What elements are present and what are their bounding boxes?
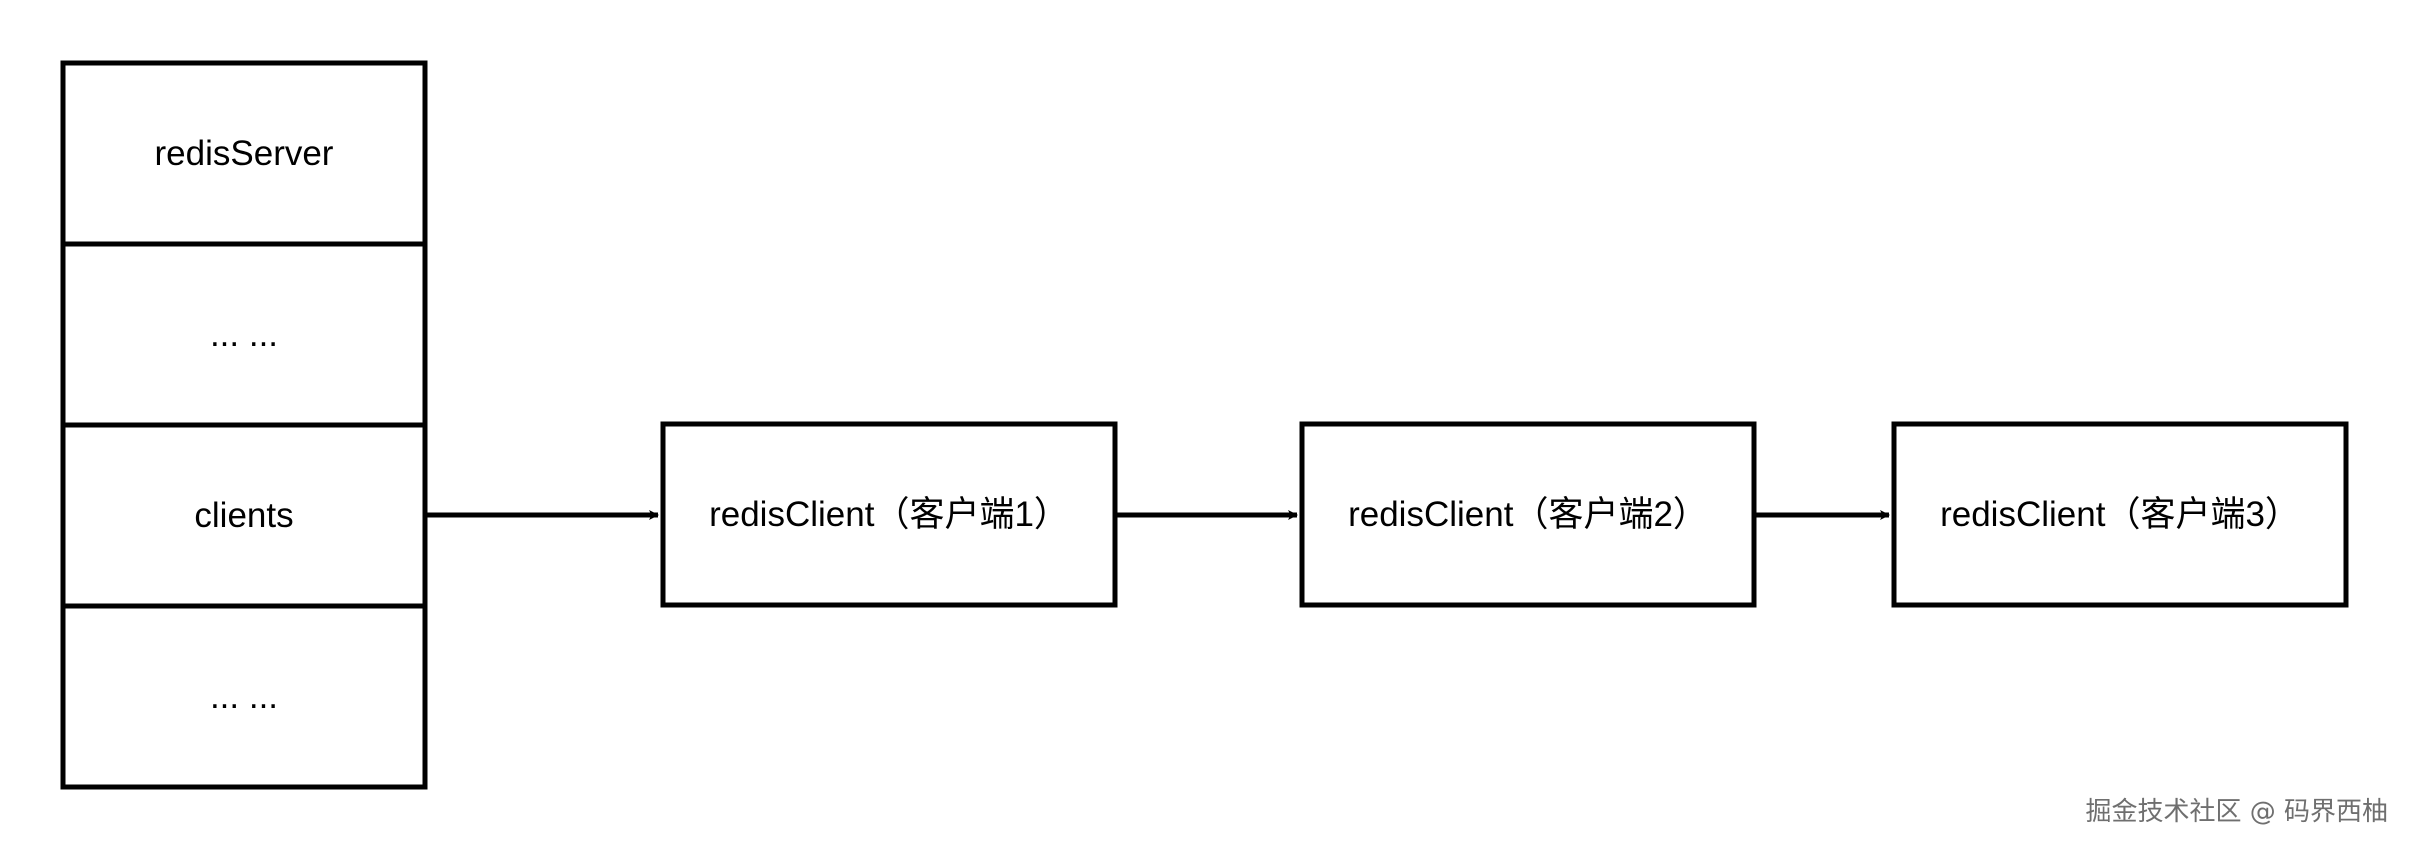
client-node-label: redisClient（客户端1）	[709, 495, 1069, 534]
server-cell-label: ... ...	[210, 677, 278, 716]
client-node-2	[1299, 421, 1757, 608]
client-node-label: redisClient（客户端3）	[1940, 495, 2300, 534]
server-cell-clients	[60, 422, 428, 609]
server-cell-label: redisServer	[155, 134, 334, 173]
client-linked-list: redisClient（客户端1） redisClient（客户端2） redi…	[425, 421, 2349, 608]
server-cell-redisserver	[60, 60, 428, 247]
server-cell-ellipsis-bottom	[60, 603, 428, 790]
server-cell-label: ... ...	[210, 315, 278, 354]
client-node-label: redisClient（客户端2）	[1348, 495, 1708, 534]
client-node-3	[1891, 421, 2349, 608]
server-cell-ellipsis-top	[60, 241, 428, 428]
watermark-text: 掘金技术社区 @ 码界西柚	[2085, 797, 2388, 827]
server-stack: redisServer ... ... clients ... ...	[60, 60, 428, 790]
server-cell-label: clients	[194, 496, 293, 535]
